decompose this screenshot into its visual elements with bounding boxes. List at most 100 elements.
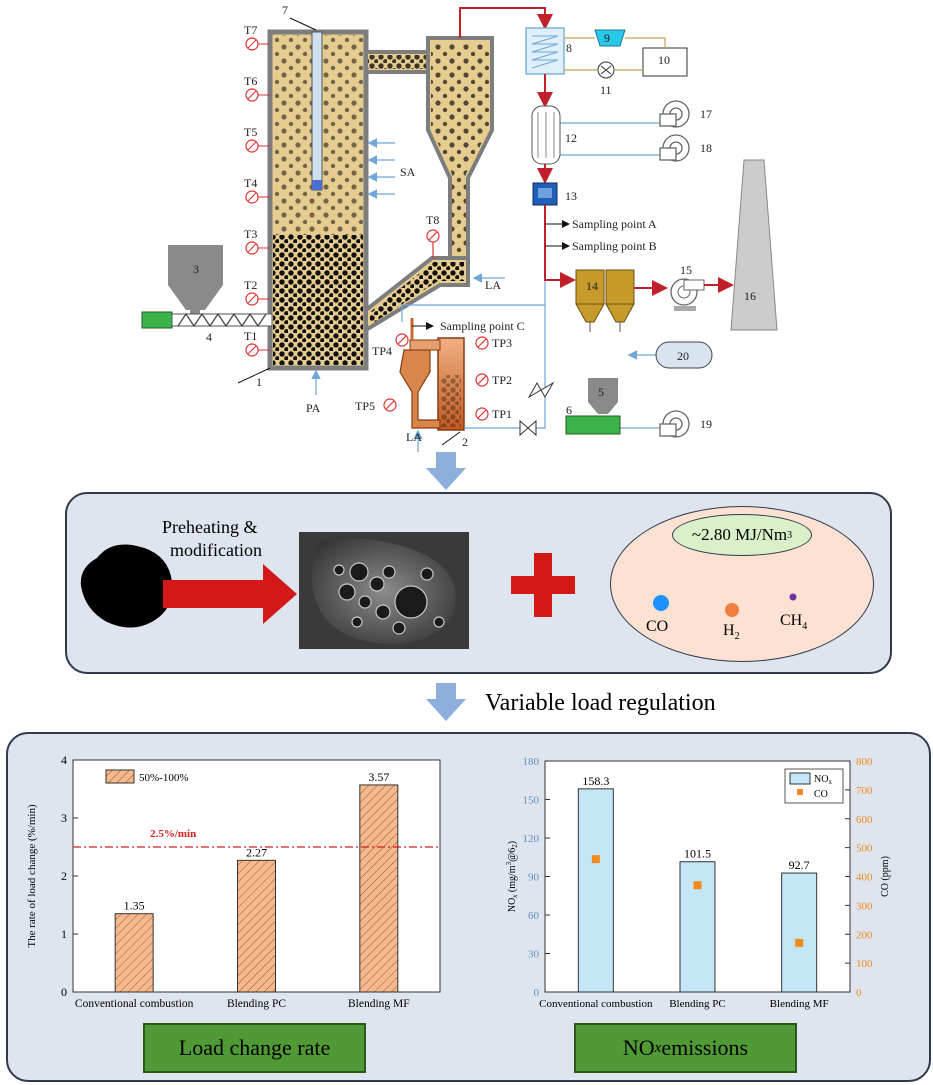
t2-label: T2 bbox=[244, 278, 257, 292]
bar-value-label: 3.57 bbox=[368, 770, 389, 784]
cfb-schematic: T7 T6 T5 T4 T3 T2 T1 SA PA 3 4 1 7 T8 LA bbox=[141, 3, 778, 452]
co-point bbox=[591, 855, 600, 864]
process-line-1: Preheating & bbox=[162, 517, 258, 537]
x-tick-label: Conventional combustion bbox=[75, 998, 194, 1010]
la-bottom-label: LA bbox=[406, 430, 422, 444]
water-reservoir bbox=[642, 47, 688, 77]
number-18: 18 bbox=[700, 141, 712, 155]
sampling-b-label: Sampling point B bbox=[572, 239, 657, 253]
x-tick-label: Blending PC bbox=[669, 998, 726, 1010]
co-point bbox=[693, 881, 702, 890]
water-tank bbox=[594, 29, 626, 47]
y-left-tick-label: 30 bbox=[528, 949, 540, 961]
y-right-tick-label: 0 bbox=[856, 987, 862, 999]
nox-bar bbox=[781, 872, 818, 993]
number-6: 6 bbox=[566, 403, 572, 417]
number-5: 5 bbox=[598, 385, 604, 399]
bar bbox=[237, 859, 276, 993]
ch4-label: CH4 bbox=[780, 612, 808, 633]
caption: Variable load regulation bbox=[485, 690, 716, 716]
ch4-dot-icon bbox=[789, 593, 797, 601]
y-axis-label: The rate of load change (%/min) bbox=[26, 804, 38, 948]
gas-tank bbox=[655, 341, 713, 369]
induced-fan-icon bbox=[670, 278, 705, 311]
tp4-label: TP4 bbox=[372, 344, 392, 358]
down-arrow-icon bbox=[426, 452, 466, 490]
number-2: 2 bbox=[462, 435, 468, 449]
preheater bbox=[399, 318, 465, 431]
cyclone bbox=[364, 36, 494, 334]
tp2-label: TP2 bbox=[492, 373, 512, 387]
bar-value-label: 101.5 bbox=[684, 847, 711, 861]
co-label: CO bbox=[646, 618, 669, 635]
y-left-tick-label: 120 bbox=[523, 833, 540, 845]
y-right-tick-label: 100 bbox=[856, 958, 873, 970]
t7-label: T7 bbox=[244, 23, 257, 37]
number-14: 14 bbox=[586, 279, 598, 293]
y-left-tick-label: 150 bbox=[523, 795, 540, 807]
y-right-tick-label: 300 bbox=[856, 900, 873, 912]
legend-swatch-co bbox=[797, 789, 803, 795]
valves bbox=[519, 381, 555, 437]
nox-chart: 0306090120150180010020030040050060070080… bbox=[505, 756, 891, 1010]
number-11: 11 bbox=[600, 83, 612, 97]
y-right-tick-label: 600 bbox=[856, 814, 873, 826]
t4-label: T4 bbox=[244, 176, 257, 190]
sa-label: SA bbox=[400, 165, 416, 179]
heating-value: ~2.80 MJ/Nm bbox=[691, 525, 788, 544]
legend-label-nox: NOx bbox=[814, 774, 832, 786]
legend-label-co: CO bbox=[814, 789, 828, 800]
number-9: 9 bbox=[604, 31, 610, 45]
furnace bbox=[267, 29, 369, 371]
bar-value-label: 2.27 bbox=[246, 845, 267, 859]
number-4: 4 bbox=[206, 330, 212, 344]
number-20: 20 bbox=[677, 349, 689, 363]
bag-filter bbox=[575, 269, 635, 332]
bar-value-label: 1.35 bbox=[124, 899, 145, 913]
nox-bar bbox=[577, 788, 614, 993]
sem-micrograph bbox=[299, 532, 469, 649]
t5-label: T5 bbox=[244, 125, 257, 139]
coal-particle bbox=[80, 544, 173, 628]
t8-label: T8 bbox=[426, 213, 439, 227]
tp5-label: TP5 bbox=[355, 399, 375, 413]
chimney bbox=[730, 159, 778, 331]
co-dot-icon bbox=[653, 595, 669, 611]
legend-label: 50%-100% bbox=[139, 772, 189, 784]
number-15: 15 bbox=[680, 263, 692, 277]
x-tick-label: Blending MF bbox=[348, 998, 410, 1010]
x-tick-label: Conventional combustion bbox=[539, 998, 653, 1010]
cooler bbox=[525, 27, 565, 75]
y-tick-label: 2 bbox=[61, 869, 67, 883]
y-left-tick-label: 180 bbox=[523, 756, 540, 768]
bar bbox=[114, 913, 154, 993]
biomass-feeder bbox=[565, 378, 621, 435]
pa-label: PA bbox=[306, 401, 321, 415]
x-tick-label: Blending PC bbox=[227, 998, 286, 1010]
t3-label: T3 bbox=[244, 227, 257, 241]
furnace-thermocouples: T7 T6 T5 T4 T3 T2 T1 bbox=[244, 23, 270, 357]
y-tick-label: 0 bbox=[61, 985, 67, 999]
number-12: 12 bbox=[565, 131, 577, 145]
y-tick-label: 1 bbox=[61, 927, 67, 941]
tp3-label: TP3 bbox=[492, 336, 512, 350]
y-left-tick-label: 60 bbox=[528, 910, 540, 922]
number-1: 1 bbox=[256, 375, 262, 389]
sampling-c-label: Sampling point C bbox=[440, 319, 525, 333]
y-tick-label: 3 bbox=[61, 811, 67, 825]
number-10: 10 bbox=[658, 53, 670, 67]
la-top-label: LA bbox=[485, 278, 501, 292]
process-line-2: modification bbox=[170, 540, 262, 560]
t1-label: T1 bbox=[244, 329, 257, 343]
coal-feeder bbox=[141, 245, 273, 329]
heat-exchanger bbox=[531, 105, 561, 165]
t6-label: T6 bbox=[244, 74, 257, 88]
number-3: 3 bbox=[193, 262, 199, 276]
sampling-a-label: Sampling point A bbox=[572, 217, 657, 231]
y-left-axis-label: NOx (mg/m3@62) bbox=[505, 841, 519, 912]
threshold-label: 2.5%/min bbox=[150, 828, 196, 840]
number-8: 8 bbox=[566, 41, 572, 55]
